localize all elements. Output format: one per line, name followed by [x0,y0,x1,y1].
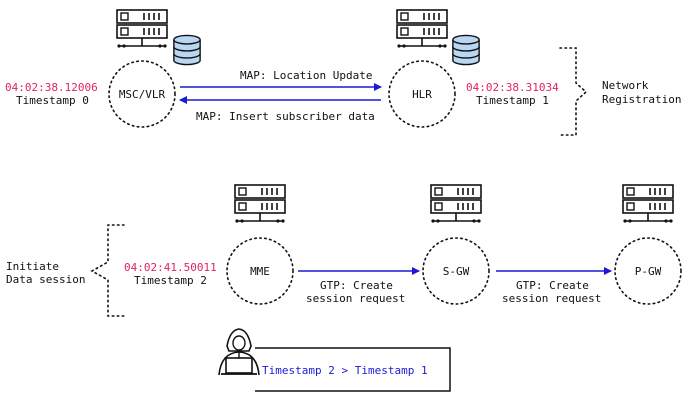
hlr-node [388,60,456,128]
gtp-arrow2-label-1: GTP: Create [516,279,589,292]
hlr-database-icon [452,34,480,66]
hacker-icon [218,328,260,376]
sgw-label: S-GW [443,265,470,278]
mme-node [226,237,294,305]
mme-time: 04:02:41.50011 [124,261,217,274]
network-registration-label-2: Registration [602,93,681,106]
insert-subscriber-label: MAP: Insert subscriber data [196,110,375,123]
gtp-arrow2-label-2: session request [502,292,601,305]
hlr-timestamp: Timestamp 1 [476,94,549,107]
initiate-label-1: Initiate [6,260,59,273]
initiate-label-2: Data session [6,273,85,286]
msc-vlr-node [108,60,176,128]
sgw-server-icon [430,184,482,224]
pgw-label: P-GW [635,265,662,278]
timestamp-comparison-text: Timestamp 2 > Timestamp 1 [262,364,428,377]
pgw-server-icon [622,184,674,224]
hlr-server-icon [396,9,448,49]
hlr-label: HLR [412,88,432,101]
gtp-arrow1-label-1: GTP: Create [320,279,393,292]
msc-database-icon [173,34,201,66]
hlr-time: 04:02:38.31034 [466,81,559,94]
msc-time: 04:02:38.12006 [5,81,98,94]
initiate-data-bracket [90,224,125,317]
location-update-label: MAP: Location Update [240,69,372,82]
gtp-arrow1-label-2: session request [306,292,405,305]
network-registration-bracket [559,47,588,136]
sgw-node [422,237,490,305]
msc-timestamp: Timestamp 0 [16,94,89,107]
mme-server-icon [234,184,286,224]
msc-server-icon [116,9,168,49]
mme-timestamp: Timestamp 2 [134,274,207,287]
mme-label: MME [250,265,270,278]
network-registration-label-1: Network [602,79,649,92]
msc-vlr-label: MSC/VLR [119,88,166,101]
alert-box [255,347,451,392]
pgw-node [614,237,682,305]
